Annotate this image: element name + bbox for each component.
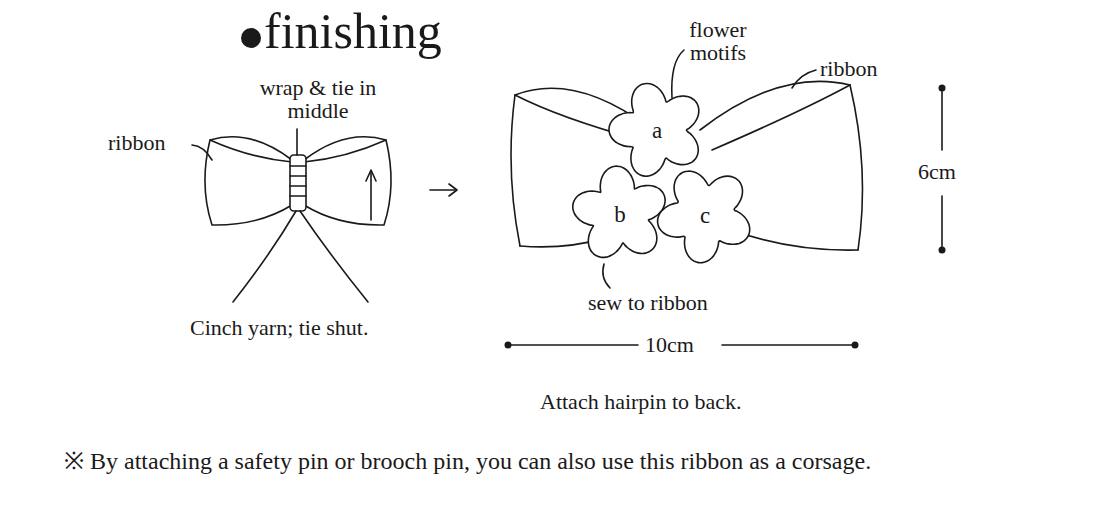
motif-letter: a: [652, 119, 662, 142]
flower-shape: [658, 171, 750, 263]
flower-shape: [573, 166, 665, 257]
small-bow: [205, 137, 391, 302]
flower-shape: [609, 84, 699, 177]
flower-motif: a: [609, 82, 705, 178]
flower-motif: b: [572, 166, 668, 262]
step-note: Attach hairpin to back.: [540, 390, 742, 413]
step-caption: Cinch yarn; tie shut.: [190, 316, 368, 339]
title-bullet: [241, 28, 261, 48]
step-note: wrap & tie in middle: [250, 76, 386, 122]
step-arrow: [430, 184, 457, 196]
leader-line: [192, 145, 212, 160]
leader-line: [296, 129, 298, 155]
section-title: finishing: [264, 6, 442, 56]
part-label: ribbon: [108, 131, 165, 154]
step-note: sew to ribbon: [588, 291, 708, 314]
motif-letter: c: [700, 204, 710, 227]
leader-line: [792, 70, 816, 88]
dimension-label: 10cm: [645, 333, 694, 356]
footnote: ※ By attaching a safety pin or brooch pi…: [64, 449, 871, 474]
flower-motif: c: [657, 167, 753, 263]
dimension-label: 6cm: [918, 160, 956, 183]
motif-letter: b: [614, 203, 626, 226]
part-label: flower motifs: [668, 18, 768, 64]
leader-line: [672, 50, 684, 98]
part-label: ribbon: [820, 57, 877, 80]
leader-line: [603, 264, 610, 288]
